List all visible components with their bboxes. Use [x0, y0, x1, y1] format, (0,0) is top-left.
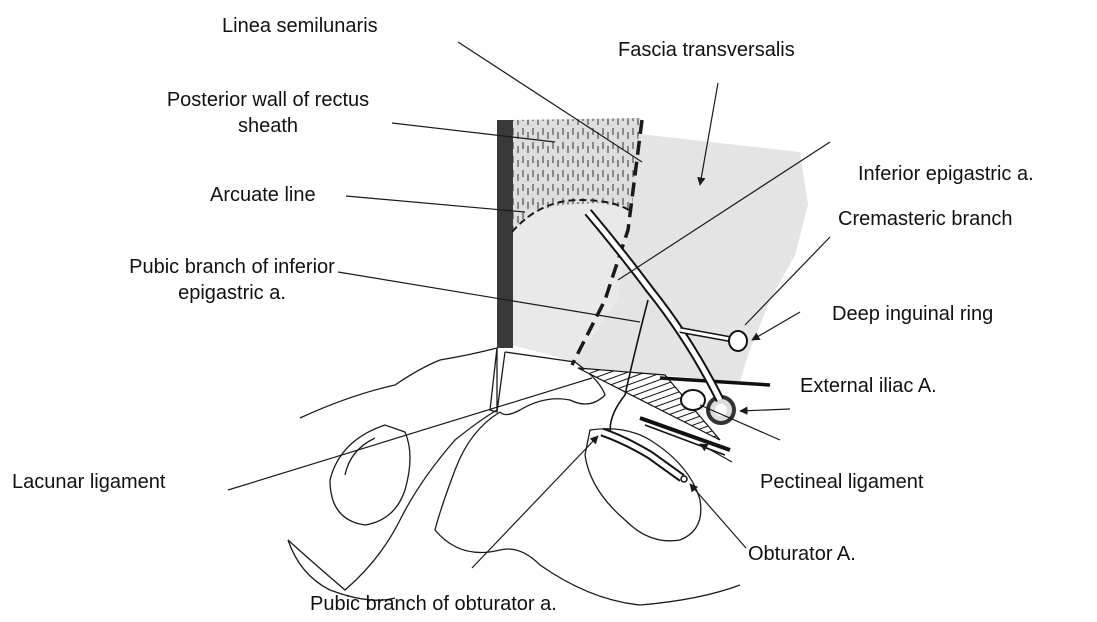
leader-lacunar-ligament [228, 378, 592, 490]
label-pectineal-ligament: Pectineal ligament [760, 470, 923, 494]
label-fascia-transversalis: Fascia transversalis [618, 38, 795, 62]
pelvis-outline [288, 348, 497, 590]
label-deep-inguinal-ring: Deep inguinal ring [832, 302, 993, 326]
rectus-strip [497, 120, 513, 348]
obturator-end [681, 476, 687, 482]
pectineal-ligament-band2 [645, 425, 725, 455]
label-posterior-wall-line1: Posterior wall of rectus [150, 88, 386, 112]
external-iliac-vein [681, 390, 705, 410]
label-inferior-epigastric: Inferior epigastric a. [858, 162, 1034, 186]
label-cremasteric-branch: Cremasteric branch [838, 207, 1013, 231]
label-lacunar-ligament: Lacunar ligament [12, 470, 165, 494]
label-posterior-wall-line2: sheath [150, 114, 386, 138]
obturator-foramen-left-inner [345, 438, 375, 475]
leader-external-iliac [740, 409, 790, 411]
label-pubic-branch-obturator: Pubic branch of obturator a. [310, 592, 557, 616]
deep-inguinal-ring-shape [729, 331, 747, 351]
obturator-foramen-right [585, 429, 701, 541]
label-obturator-a: Obturator A. [748, 542, 856, 566]
leader-pubic-branch-obturator [472, 436, 598, 568]
label-external-iliac: External iliac A. [800, 374, 937, 398]
label-arcuate-line: Arcuate line [210, 183, 316, 207]
leader-obturator [690, 484, 746, 548]
label-pubic-branch-ie-line1: Pubic branch of inferior [92, 255, 372, 279]
label-pubic-branch-ie-line2: epigastric a. [92, 281, 372, 305]
label-linea-semilunaris: Linea semilunaris [222, 14, 378, 38]
